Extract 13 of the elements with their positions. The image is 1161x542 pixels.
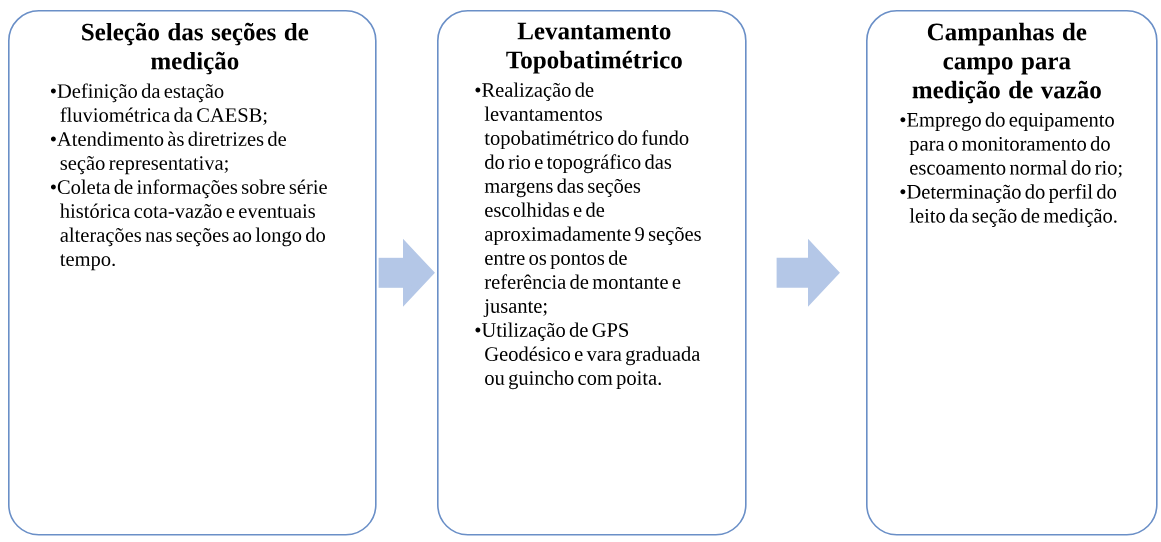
bullet-item: •Determinação do perfil do leito da seção de medição. [900,184,1117,227]
process-box [437,10,747,536]
bullet-item: •Coleta de informações sobre série histórica cota-vazão e eventuais alterações nas seções ao longo do tempo. [50,179,327,271]
heading: Levantamento Topobatimétrico [506,22,682,74]
bullet-item: •Definição da estação fluviométrica da CAESB; [50,83,267,125]
bullet-item: •Atendimento às diretrizes de seção representativa; [50,131,286,175]
process-box [8,10,377,536]
bullet-item: •Utilização de GPS Geodésico e vara graduada ou guincho com poita. [475,322,701,390]
heading: Seleção das seções de medição [82,22,309,75]
bullet-item: •Emprego do equipamento para o monitoramento do escoamento normal do rio; [900,112,1122,178]
heading: Campanhas de campo para medição de vazão [912,22,1101,104]
process-box [866,10,1158,536]
bullet-item: •Realização de levantamentos topobatimétrico do fundo do rio e topográfico das margens das seções escolhidas e de aproximadamente 9 seções entre os pontos de referência de montante e jusante; [475,82,701,318]
